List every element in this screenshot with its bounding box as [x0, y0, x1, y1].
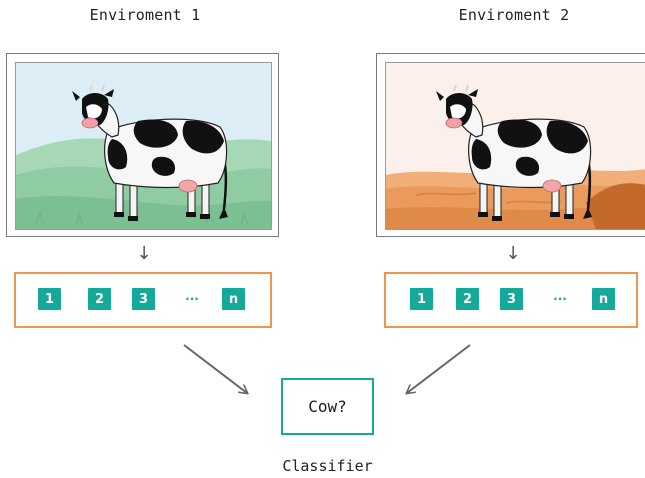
connector-arrow-right [407, 344, 471, 393]
classifier-output-text: Cow? [308, 397, 347, 416]
feature-chip: 1 [410, 288, 433, 310]
environment-2-feature-vector: 1 2 3 ··· n [384, 272, 638, 328]
environment-1-title: Enviroment 1 [89, 6, 201, 24]
environment-1-image-frame [6, 53, 279, 237]
environment-1-scene [15, 62, 272, 230]
cow-illustration [436, 84, 592, 221]
feature-chip: 2 [88, 288, 111, 310]
environment-2-scene [385, 62, 645, 230]
feature-chip: 3 [500, 288, 523, 310]
environment-1-feature-vector: 1 2 3 ··· n [14, 272, 272, 328]
feature-ellipsis: ··· [185, 292, 199, 306]
feature-chip: n [592, 288, 615, 310]
connector-arrow-left [183, 344, 247, 393]
classifier-label: Classifier [282, 457, 373, 475]
down-arrow-icon: ↓ [505, 243, 521, 264]
cow-illustration [72, 84, 228, 221]
classifier-output-box: Cow? [281, 378, 374, 435]
feature-chip: 1 [38, 288, 61, 310]
environment-2-title: Enviroment 2 [458, 6, 570, 24]
environment-2-image-frame [376, 53, 645, 237]
feature-ellipsis: ··· [553, 292, 567, 306]
feature-chip: 3 [132, 288, 155, 310]
feature-chip: 2 [456, 288, 479, 310]
feature-chip: n [222, 288, 245, 310]
down-arrow-icon: ↓ [136, 243, 152, 264]
